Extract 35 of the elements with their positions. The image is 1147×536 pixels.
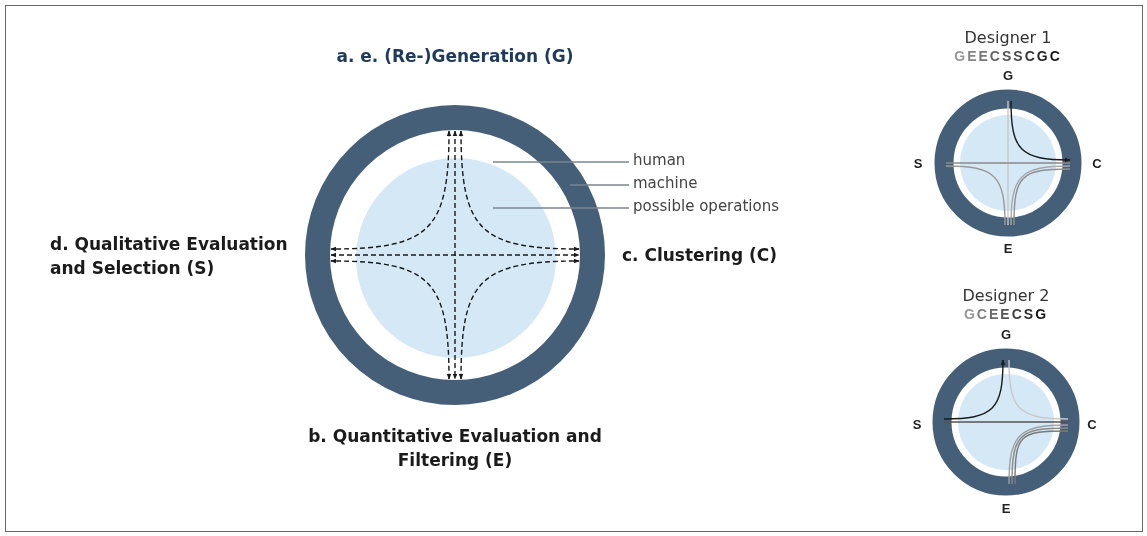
arrow xyxy=(330,252,580,258)
transition-line xyxy=(943,421,1069,423)
designer-title: Designer 1 xyxy=(963,28,1053,47)
legend-label: machine xyxy=(633,174,698,192)
arrow xyxy=(1010,100,1071,163)
sequence-text: GCEECSG xyxy=(962,306,1050,322)
transition-line xyxy=(1008,359,1069,420)
legend-label: possible operations xyxy=(633,197,779,215)
transition-line xyxy=(945,162,1071,164)
arrow xyxy=(458,130,580,252)
leader-line xyxy=(569,184,630,186)
sequence-text: GEECSSCGC xyxy=(953,48,1063,64)
leader-line xyxy=(492,161,630,163)
arrow xyxy=(452,130,458,380)
stage-letter: S xyxy=(910,156,926,171)
stage-letter: E xyxy=(998,501,1014,516)
stage-label: a. e. (Re-)Generation (G) xyxy=(300,44,610,68)
stage-letter: C xyxy=(1084,417,1100,432)
designer-title: Designer 2 xyxy=(961,286,1051,305)
stage-letter: G xyxy=(998,327,1014,342)
stage-letter: C xyxy=(1089,156,1105,171)
stage-label: c. Clustering (C) xyxy=(622,243,822,267)
stage-label: b. Quantitative Evaluation and Filtering (E) xyxy=(290,424,620,472)
arrow xyxy=(330,130,452,252)
stage-label: d. Qualitative Evaluation and Selection (S) xyxy=(50,232,310,280)
stage-letter: S xyxy=(909,417,925,432)
arrow xyxy=(943,359,1006,420)
transition-line xyxy=(1007,100,1009,226)
arrow xyxy=(330,258,452,380)
leader-line xyxy=(492,207,630,209)
stage-letter: G xyxy=(1000,68,1016,83)
legend-label: human xyxy=(633,151,686,169)
arrow xyxy=(458,258,580,380)
transition-line xyxy=(945,165,1006,226)
stage-letter: E xyxy=(1000,241,1016,256)
